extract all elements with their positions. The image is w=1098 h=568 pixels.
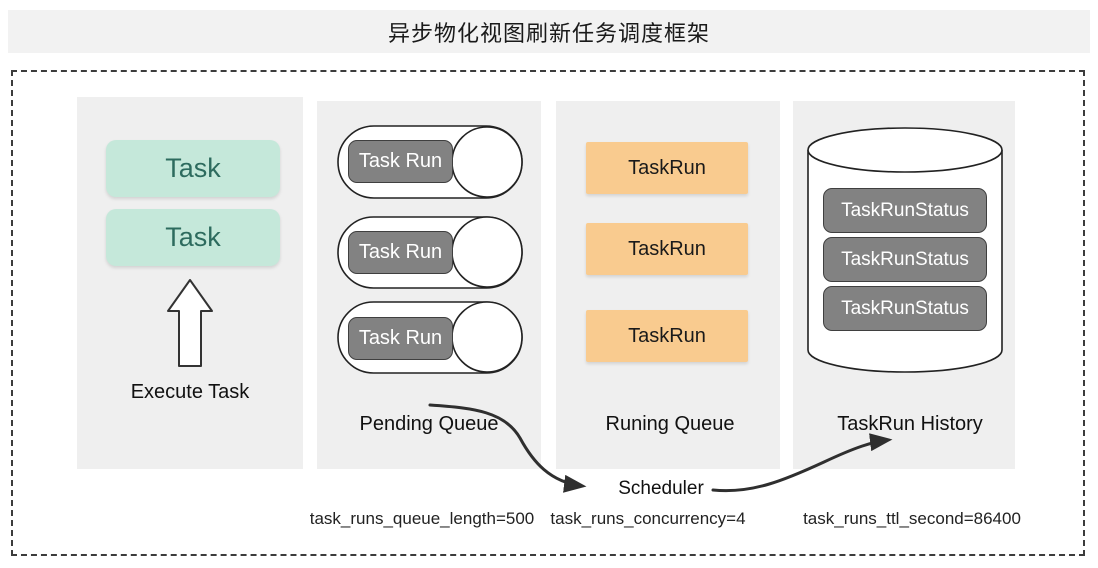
task-run-box: Task Run	[348, 231, 453, 274]
task-run-label: Task Run	[358, 327, 443, 349]
config-concurrency: task_runs_concurrency=4	[550, 509, 746, 528]
scheduler-label: Scheduler	[618, 478, 704, 499]
taskrunstatus-label: TaskRunStatus	[841, 248, 969, 270]
title-bar: 异步物化视图刷新任务调度框架	[8, 10, 1090, 53]
running-queue-label: Runing Queue	[605, 413, 735, 435]
task-run-label: Task Run	[358, 150, 443, 172]
taskrunstatus-label: TaskRunStatus	[841, 199, 969, 221]
taskrunstatus-box: TaskRunStatus	[823, 188, 987, 233]
taskrun-history-label: TaskRun History	[837, 413, 983, 435]
execute-task-label: Execute Task	[130, 381, 250, 403]
taskrunstatus-label: TaskRunStatus	[841, 297, 969, 319]
dashed-frame	[11, 70, 1085, 556]
taskrun-box: TaskRun	[586, 142, 748, 194]
page-title: 异步物化视图刷新任务调度框架	[387, 20, 710, 46]
config-ttl-second: task_runs_ttl_second=86400	[803, 509, 1021, 528]
taskrun-box: TaskRun	[586, 223, 748, 275]
taskrun-label: TaskRun	[628, 237, 706, 260]
pending-queue-label: Pending Queue	[359, 413, 499, 435]
task-box-label: Task	[165, 222, 221, 252]
taskrunstatus-box: TaskRunStatus	[823, 286, 987, 331]
task-run-box: Task Run	[348, 140, 453, 183]
taskrun-label: TaskRun	[628, 324, 706, 347]
config-queue-length: task_runs_queue_length=500	[309, 509, 535, 528]
task-run-label: Task Run	[358, 241, 443, 263]
taskrunstatus-box: TaskRunStatus	[823, 237, 987, 282]
task-run-box: Task Run	[348, 317, 453, 360]
taskrun-label: TaskRun	[628, 156, 706, 179]
task-box: Task	[106, 140, 280, 197]
task-box: Task	[106, 209, 280, 266]
taskrun-box: TaskRun	[586, 310, 748, 362]
task-box-label: Task	[165, 153, 221, 183]
